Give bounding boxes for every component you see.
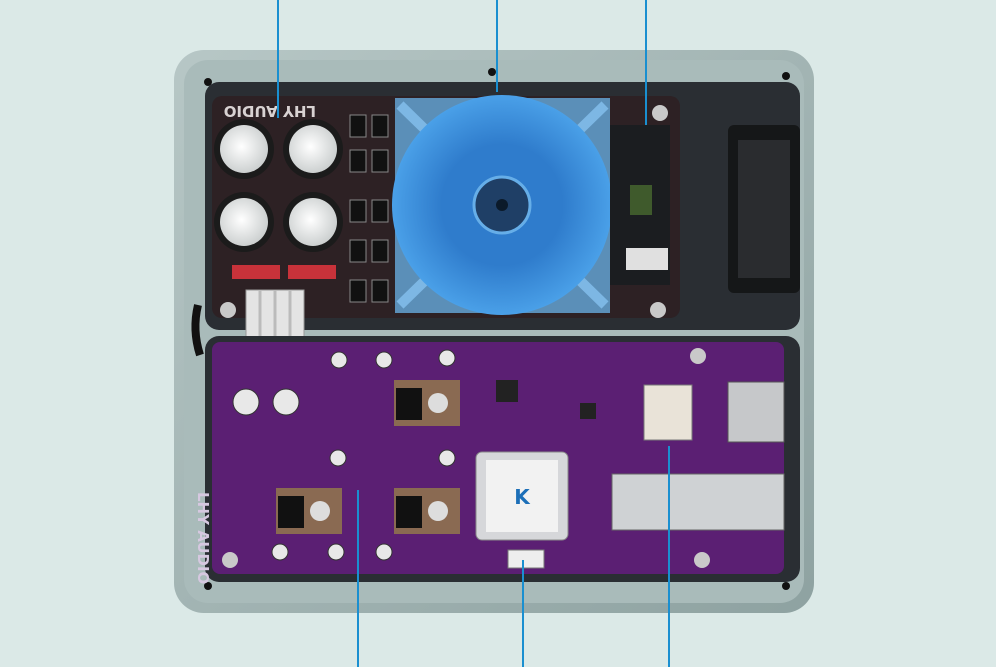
callout-line-top-1 xyxy=(277,0,279,118)
filter-capacitors xyxy=(214,119,343,252)
oscillator-logo: K xyxy=(514,485,531,509)
callout-line-bottom-2 xyxy=(522,560,524,667)
screw-hole xyxy=(782,72,790,80)
callout-line-bottom-3 xyxy=(668,446,670,667)
small-capacitors xyxy=(232,349,456,561)
ethernet-port xyxy=(727,381,785,443)
callout-line-top-2 xyxy=(496,0,498,92)
callout-line-bottom-1 xyxy=(357,490,359,667)
power-compartment: LHY AUDIO xyxy=(205,82,800,330)
toroidal-transformer xyxy=(392,95,612,315)
sfp-cage xyxy=(611,473,785,531)
screw-hole xyxy=(204,582,212,590)
pcb-brand-top: LHY AUDIO xyxy=(224,102,316,120)
screw-hole xyxy=(488,68,496,76)
callout-line-top-3 xyxy=(645,0,647,125)
crystal-oscillator: K xyxy=(475,451,569,569)
rectifier-diodes xyxy=(349,114,389,303)
voltage-regulators xyxy=(276,380,460,534)
ic-chip xyxy=(580,403,596,419)
network-module xyxy=(643,384,693,441)
power-connector xyxy=(626,248,668,270)
pcb-brand-bottom: LHY AUDIO xyxy=(194,492,212,584)
screw-hole xyxy=(782,582,790,590)
screw-hole xyxy=(204,78,212,86)
main-compartment: LHY AUDIO K xyxy=(194,336,800,584)
power-inlet xyxy=(610,125,800,293)
ic-chip xyxy=(496,380,518,402)
